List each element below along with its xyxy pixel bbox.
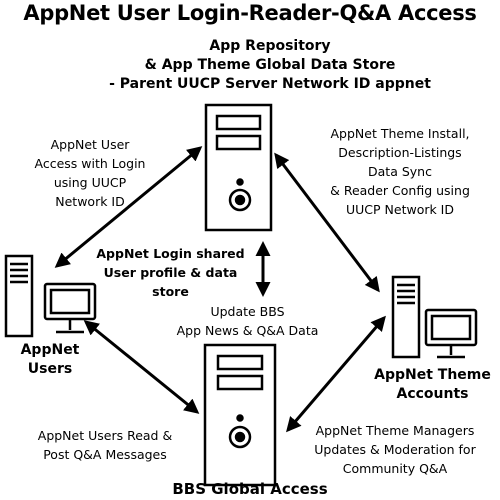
edge-label-theme-bbs: AppNet Theme Managers Updates & Moderati… <box>314 423 476 476</box>
arrow-users-top <box>54 146 203 268</box>
edge-label-user-bbs: AppNet Users Read & Post Q&A Messages <box>37 428 173 462</box>
edge-label-theme-top: AppNet Theme Install, Description-Listin… <box>330 126 470 217</box>
bbs-node-label: BBS Global Access <box>172 480 328 498</box>
arrow-theme-top <box>274 152 380 293</box>
top-server-icon <box>204 103 273 232</box>
edge-label-shared-login: AppNet Login shared User profile & data … <box>96 246 245 299</box>
arrow-theme-bbs <box>286 315 386 433</box>
edge-label-bbs-update: Update BBS App News & Q&A Data <box>176 304 319 338</box>
edge-label-user-top: AppNet User Access with Login using UUCP… <box>34 137 146 209</box>
users-node-label: AppNet Users <box>20 342 80 377</box>
arrow-users-bbs <box>83 320 200 414</box>
theme-node-label: AppNet Theme Accounts <box>374 367 491 402</box>
bbs-server-icon <box>203 343 277 487</box>
users-workstation-icon <box>4 254 97 338</box>
diagram-title: AppNet User Login-Reader-Q&A Access <box>23 1 477 25</box>
theme-workstation-icon <box>391 275 478 359</box>
top-node-label: App Repository & App Theme Global Data S… <box>109 38 431 92</box>
